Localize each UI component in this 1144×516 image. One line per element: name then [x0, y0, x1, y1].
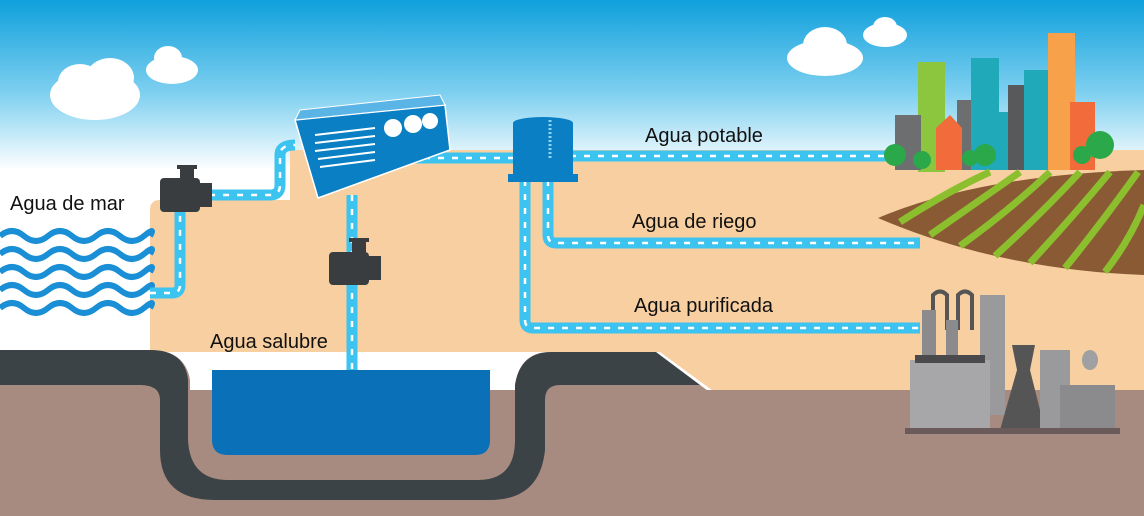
rock-layer: [0, 350, 700, 500]
factory-icon: [905, 289, 1120, 434]
cloud-icon: [50, 17, 907, 120]
pump-icon: [329, 238, 381, 285]
label-sea-water: Agua de mar: [10, 193, 125, 215]
label-potable-water: Agua potable: [645, 125, 763, 147]
label-irrigation-water: Agua de riego: [632, 211, 757, 233]
label-purified-water: Agua purificada: [634, 295, 773, 317]
field-icon: [878, 168, 1144, 275]
waves-icon: [0, 228, 155, 316]
pump-icon: [160, 165, 212, 212]
label-brackish-water: Agua salubre: [210, 331, 328, 353]
brackish-pool: [212, 370, 490, 455]
water-tank-icon: [508, 117, 578, 182]
city-icon: [884, 33, 1114, 172]
desalination-unit-icon: [294, 94, 451, 199]
